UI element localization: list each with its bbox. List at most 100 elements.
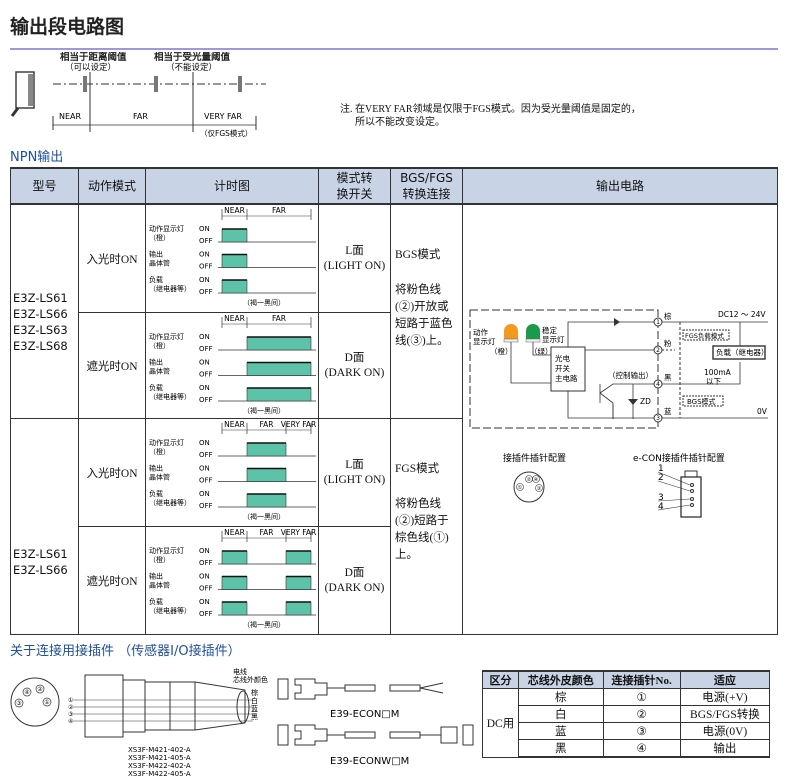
zone-label: NEAR (224, 314, 245, 323)
off-label: OFF (199, 237, 213, 245)
very-far-label: VERY FAR (204, 112, 242, 121)
svg-text:蓝: 蓝 (664, 406, 672, 416)
off-label: OFF (199, 585, 213, 593)
svg-text:芯线外颜色: 芯线外颜色 (233, 675, 268, 684)
header-circuit: 输出电路 (462, 167, 778, 205)
use-cell: 电源(0V) (679, 722, 771, 740)
note: 注. 在VERY FAR领域是仅限于FGS模式。因为受光量阈值是固定的， 所以不… (340, 103, 641, 129)
svg-text:粉: 粉 (664, 338, 672, 348)
far-label: FAR (133, 112, 148, 121)
threshold2-line1: 相当于受光量阈值 (154, 52, 231, 63)
signal-label: （继电器等） (149, 284, 191, 293)
on-label: ON (199, 359, 210, 367)
off-label: OFF (199, 559, 213, 567)
timing-footer: （褐一黑间） (243, 620, 285, 629)
svg-text:3: 3 (658, 493, 664, 503)
econ-cable-icon (277, 678, 444, 700)
page-title: 输出段电路图 (10, 16, 125, 38)
on-label: ON (199, 251, 210, 259)
npn-section-title: NPN输出 (10, 150, 64, 165)
signal-label: 晶体管 (149, 473, 170, 482)
svg-text:开关: 开关 (555, 363, 570, 373)
zone-label: NEAR (224, 206, 245, 215)
zone-label: VERY FAR (281, 420, 317, 429)
svg-text:（控制输出）: （控制输出） (608, 370, 653, 380)
svg-text:显示灯: 显示灯 (542, 334, 565, 344)
svg-text:100mA: 100mA (704, 368, 732, 377)
signal-label: （继电器等） (149, 606, 191, 615)
svg-text:蓝: 蓝 (251, 704, 258, 713)
on-pulse (221, 550, 248, 565)
mode-cell: 遮光时ON (78, 312, 146, 419)
off-label: OFF (199, 288, 213, 296)
svg-text:FGS负载模式: FGS负载模式 (685, 331, 724, 340)
on-pulse (246, 442, 287, 457)
timing-footer: （褐一黑间） (243, 298, 285, 307)
svg-text:①: ① (44, 699, 49, 706)
off-label: OFF (199, 263, 213, 271)
on-pulse (221, 601, 248, 616)
on-pulse (246, 387, 312, 402)
svg-text:3: 3 (656, 415, 660, 422)
svg-text:电线: 电线 (233, 667, 247, 676)
svg-text:XS3F-M421-405-A: XS3F-M421-405-A (128, 754, 191, 762)
zone-label: FAR (272, 206, 286, 215)
header-bgs-fgs: BGS/FGS转换连接 (390, 167, 463, 205)
bgs-connection-cell: FGS模式将粉色线(②)短路于棕色线(①)上。 (390, 418, 463, 635)
npn-output-table: 型号 动作模式 计时图 模式转换开关 BGS/FGS转换连接 输出电路 E3Z-… (10, 167, 778, 635)
mode-cell: 入光时ON (78, 418, 146, 527)
svg-text:E39-ECON□M: E39-ECON□M (330, 709, 399, 720)
on-pulse (221, 279, 248, 294)
svg-text:0V: 0V (757, 407, 768, 416)
signal-label: （橙） (149, 341, 170, 350)
signal-label: 动作显示灯 (149, 546, 184, 555)
mode-cell: 入光时ON (78, 203, 146, 313)
signal-label: （橙） (149, 555, 170, 564)
off-label: OFF (199, 451, 213, 459)
svg-text:BGS模式: BGS模式 (687, 397, 716, 406)
group-cell: DC用 (482, 688, 519, 758)
on-pulse (285, 550, 312, 565)
svg-text:（绿）: （绿） (530, 347, 553, 356)
signal-label: 输出 (149, 358, 163, 367)
on-label: ON (199, 598, 210, 606)
svg-text:棕: 棕 (664, 311, 672, 321)
note-line: 所以不能改变设定。 (355, 117, 445, 128)
signal-label: 负载 (149, 597, 163, 606)
svg-text:4: 4 (656, 381, 660, 388)
svg-text:③: ③ (537, 486, 541, 492)
svg-text:棕: 棕 (251, 688, 258, 697)
on-label: ON (199, 225, 210, 233)
svg-text:4: 4 (658, 502, 664, 512)
svg-text:动作: 动作 (473, 327, 488, 337)
svg-text:1: 1 (656, 319, 660, 326)
pin-header: 芯线外皮颜色 (517, 670, 604, 689)
signal-label: （橙） (149, 233, 170, 242)
off-label: OFF (199, 477, 213, 485)
timing-footer: （褐一黑间） (243, 512, 285, 521)
header-switch: 模式转换开关 (318, 167, 391, 205)
signal-label: （继电器等） (149, 392, 191, 401)
zone-label: NEAR (224, 420, 245, 429)
svg-text:（橙）: （橙） (490, 346, 513, 356)
on-label: ON (199, 439, 210, 447)
svg-text:④: ④ (24, 689, 29, 696)
note-line: 注. 在VERY FAR领域是仅限于FGS模式。因为受光量阈值是固定的， (340, 104, 641, 115)
signal-label: 输出 (149, 250, 163, 259)
svg-text:黑: 黑 (664, 373, 672, 382)
threshold1-line1: 相当于距离阈值 (60, 52, 127, 63)
off-label: OFF (199, 610, 213, 618)
zone-label: FAR (260, 420, 274, 429)
header-model: 型号 (10, 167, 79, 205)
color-cell: 蓝 (517, 722, 604, 740)
pin-cell: ④ (602, 739, 681, 758)
svg-text:2: 2 (656, 347, 660, 354)
zone-label: FAR (272, 314, 286, 323)
zone-label: FAR (260, 528, 274, 537)
signal-label: （橙） (149, 447, 170, 456)
